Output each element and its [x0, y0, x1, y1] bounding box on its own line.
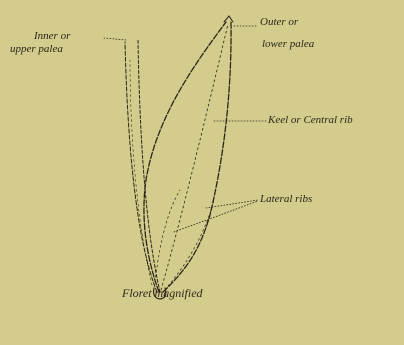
inner-palea-label-line2: upper palea: [10, 43, 63, 56]
keel-rib: [161, 24, 228, 290]
inner-palea-hair-line: [130, 60, 152, 285]
outer-palea-left-edge: [144, 22, 226, 292]
outer-palea-label-line2: lower palea: [262, 38, 314, 51]
inner-palea-label-line1: Inner or: [34, 30, 70, 43]
lateral-rib-left: [155, 190, 180, 282]
keel-label: Keel or Central rib: [268, 114, 353, 127]
leader-inner-palea: [104, 38, 126, 40]
lateral-ribs-label: Lateral ribs: [260, 193, 312, 206]
figure-caption: Floret magnified: [122, 287, 203, 300]
inner-palea-outline: [125, 42, 157, 292]
outer-palea-tip: [224, 16, 233, 22]
outer-palea-label-line1: Outer or: [260, 16, 298, 29]
leader-lateral-lower: [174, 201, 258, 232]
lateral-rib-right: [168, 200, 214, 286]
